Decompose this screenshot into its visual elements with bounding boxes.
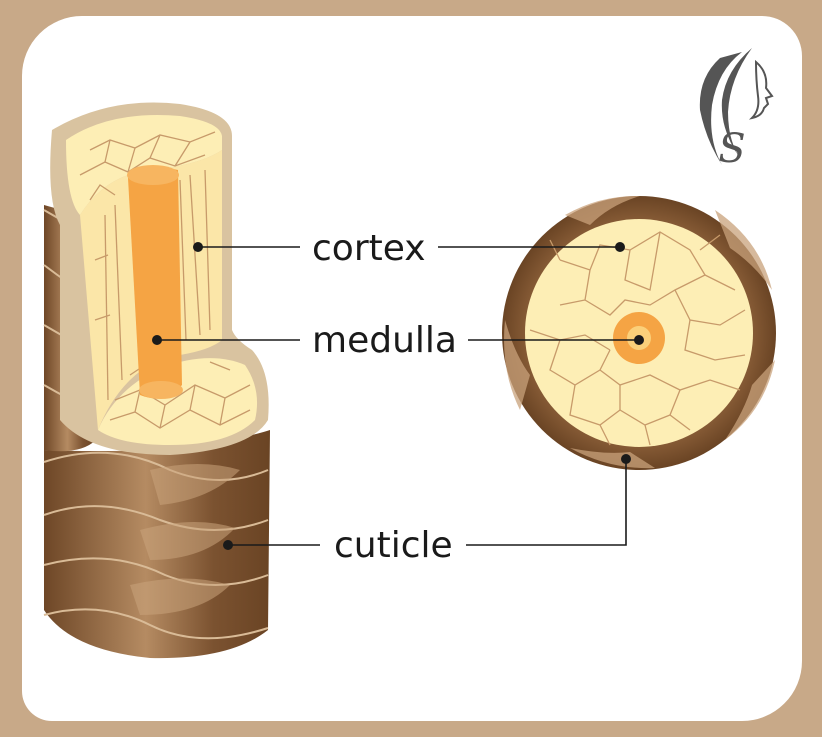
logo-face-icon — [748, 59, 774, 120]
leader-lines — [157, 246, 639, 546]
cortex-dot-right — [615, 242, 625, 252]
leader-dots — [152, 242, 644, 550]
cuticle-scale-highlights — [130, 464, 240, 615]
medulla-bottom — [139, 381, 183, 399]
cuticle-ring-scales — [504, 195, 775, 469]
medulla-dot-left — [152, 335, 162, 345]
label-medulla: medulla — [312, 320, 457, 361]
cuticle-dot-right — [621, 454, 631, 464]
brand-logo: S — [699, 48, 774, 172]
medulla-dot-right — [634, 335, 644, 345]
cortex-dot-left — [193, 242, 203, 252]
hair-shaft-longitudinal — [43, 102, 270, 659]
label-cortex: cortex — [312, 228, 426, 269]
cuticle-scales-lower — [43, 451, 269, 640]
logo-hair-icon — [699, 48, 752, 165]
cortex-cells-longitudinal — [79, 131, 251, 429]
hair-cross-section — [502, 195, 776, 470]
cortex-cells-cross — [529, 231, 746, 446]
label-cuticle: cuticle — [334, 525, 453, 566]
logo-letter: S — [718, 126, 745, 172]
cuticle-dot-left — [223, 540, 233, 550]
medulla-top — [127, 165, 179, 185]
